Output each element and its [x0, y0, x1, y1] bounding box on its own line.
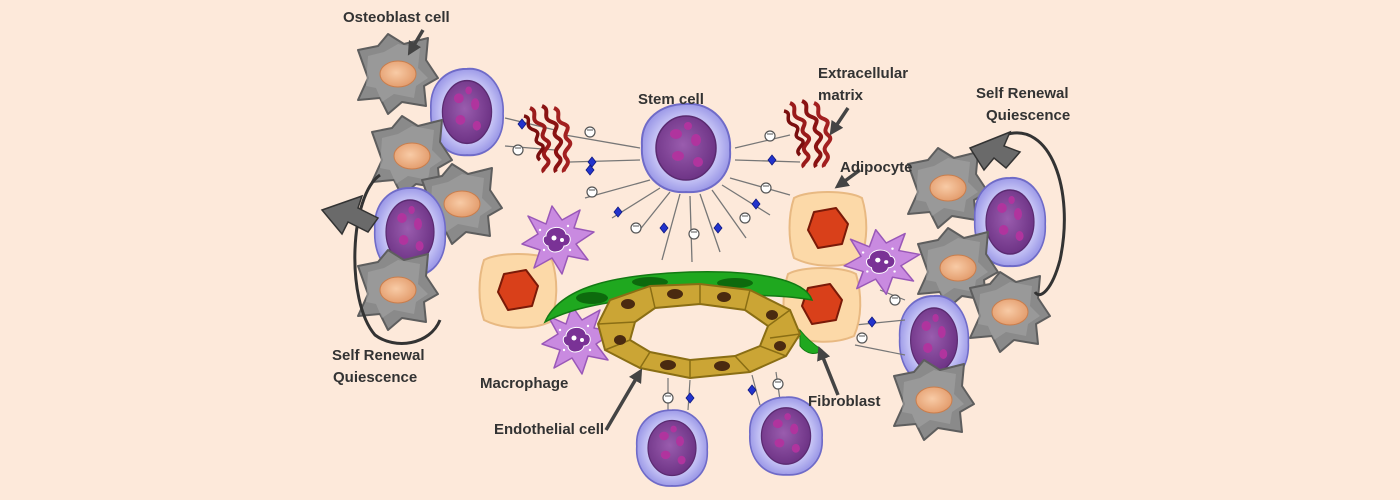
- label-endothelial-cell: Endothelial cell: [494, 421, 604, 438]
- label-extracellular-matrix-1: Extracellular: [818, 65, 908, 82]
- label-self-renewal-right-1: Self Renewal: [976, 85, 1069, 102]
- self-renewal-loop-right: [1004, 131, 1066, 297]
- label-macrophage: Macrophage: [480, 375, 568, 392]
- adipocyte: [788, 191, 868, 267]
- label-fibroblast: Fibroblast: [808, 393, 881, 410]
- osteoblast-cell: [357, 33, 439, 115]
- adipocyte: [478, 253, 558, 329]
- label-self-renewal-right-2: Quiescence: [986, 107, 1070, 124]
- label-extracellular-matrix-2: matrix: [818, 87, 864, 104]
- stem-cell-center: [640, 102, 732, 194]
- osteoblast-cell: [357, 249, 439, 331]
- label-adipocyte: Adipocyte: [840, 159, 913, 176]
- label-osteoblast-cell: Osteoblast cell: [343, 9, 450, 26]
- fibroblast-layer: [543, 270, 823, 354]
- ecm-fiber-right: [782, 99, 833, 169]
- label-stem-cell: Stem cell: [638, 91, 704, 108]
- stem-cell-bottom-left: [635, 409, 709, 487]
- endothelial-ring: [596, 282, 802, 380]
- stem-cell-left-top: [429, 67, 505, 157]
- self-renewal-arrow-right: [968, 130, 1022, 172]
- signaling-connections: [504, 117, 801, 263]
- label-self-renewal-left-1: Self Renewal: [332, 347, 425, 364]
- self-renewal-arrow-left: [320, 194, 380, 236]
- self-renewal-loop-left: [353, 173, 442, 345]
- ecm-fiber-left: [522, 104, 573, 174]
- label-self-renewal-left-2: Quiescence: [333, 369, 417, 386]
- osteoblast-cell: [893, 359, 975, 441]
- pointer-arrows: [407, 29, 862, 431]
